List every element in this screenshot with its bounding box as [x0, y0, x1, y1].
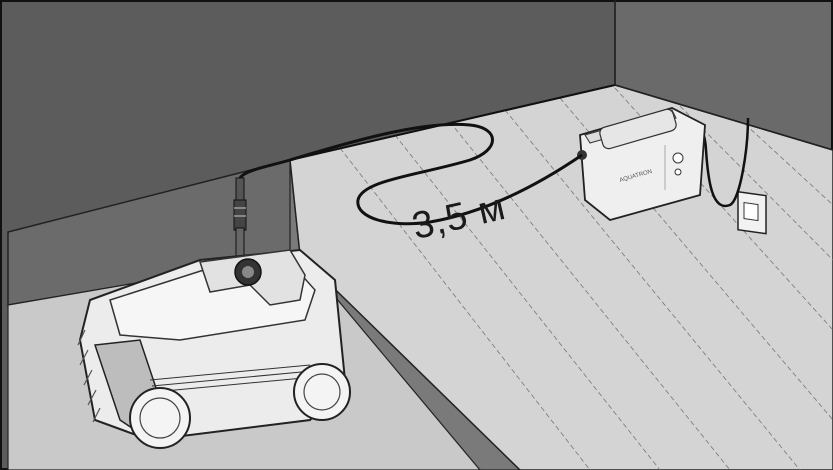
wall-socket-icon [737, 190, 767, 235]
power-supply-icon: AQUATRON [577, 107, 706, 221]
floor-right-edge [614, 84, 833, 151]
floating-cable-icon [238, 122, 583, 226]
pool-robot-icon [77, 248, 351, 449]
deck-edge [289, 84, 616, 161]
cable-swivel-icon [233, 177, 247, 257]
deck-planks [339, 87, 833, 470]
